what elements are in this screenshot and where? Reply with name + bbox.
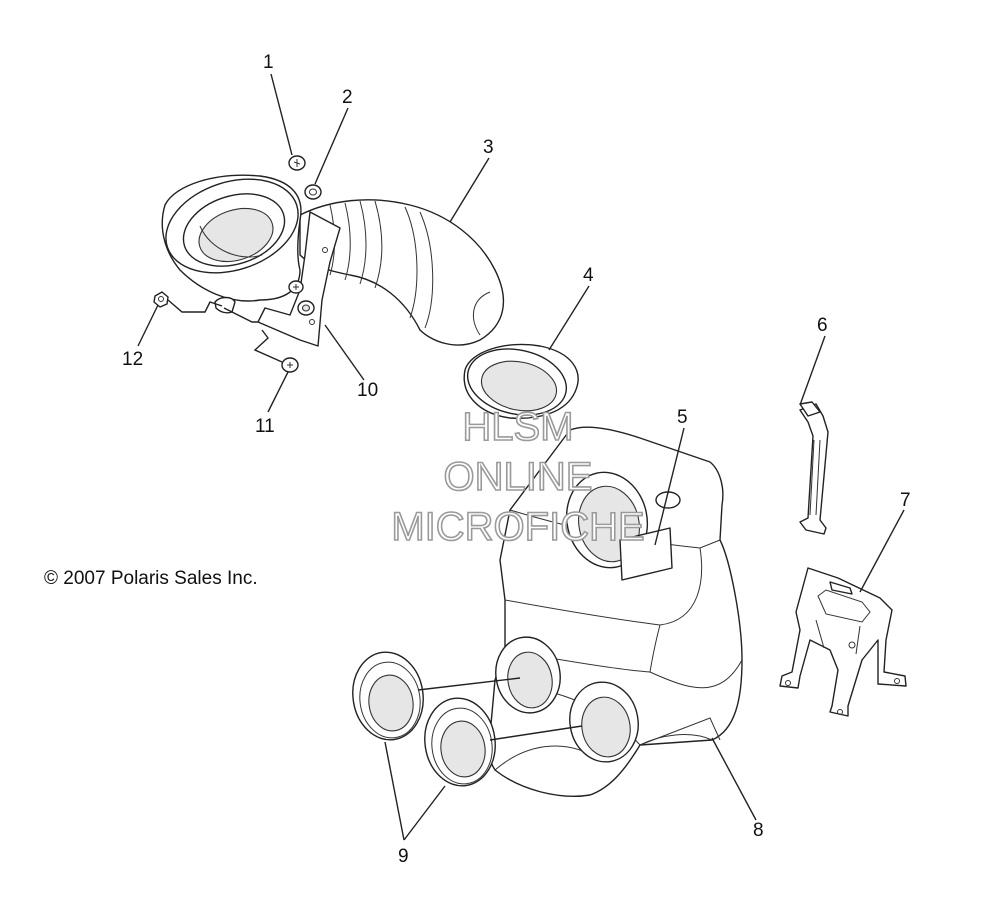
watermark: HLSM ONLINE MICROFICHE <box>391 404 646 550</box>
nut-on-bracket <box>297 300 315 316</box>
callout-2: 2 <box>342 87 353 108</box>
callout-3: 3 <box>483 137 494 158</box>
callout-labels: 1 2 3 4 5 6 7 8 9 10 11 12 <box>122 52 911 867</box>
screw-part-11 <box>281 357 299 373</box>
callout-11: 11 <box>255 416 275 437</box>
seal-ring-part-9-lower <box>424 697 496 787</box>
callout-9: 9 <box>398 846 409 867</box>
nut-part-12 <box>153 291 169 308</box>
callout-6: 6 <box>817 315 828 336</box>
callout-5: 5 <box>677 407 688 428</box>
screw-part-1 <box>288 155 306 171</box>
callout-10: 10 <box>357 380 378 401</box>
leader-lines <box>137 73 905 841</box>
intake-duct-part-3 <box>299 199 505 346</box>
watermark-line-2: ONLINE <box>444 455 593 499</box>
seal-ring-part-9-upper <box>352 651 424 741</box>
copyright-notice: © 2007 Polaris Sales Inc. <box>44 568 258 589</box>
callout-12: 12 <box>122 349 143 370</box>
coupler-ring-part-4 <box>463 343 579 419</box>
bracket-part-7 <box>779 567 907 717</box>
strap-part-6 <box>799 401 829 535</box>
flange-adapter <box>161 174 302 314</box>
screw-on-bracket <box>288 280 304 294</box>
watermark-line-1: HLSM <box>462 405 573 449</box>
callout-4: 4 <box>583 265 594 286</box>
callout-7: 7 <box>900 490 911 511</box>
callout-8: 8 <box>753 820 764 841</box>
callout-1: 1 <box>263 52 274 73</box>
airbox-part-8 <box>488 426 743 797</box>
washer-part-2 <box>304 184 322 200</box>
watermark-line-3: MICROFICHE <box>391 505 644 549</box>
